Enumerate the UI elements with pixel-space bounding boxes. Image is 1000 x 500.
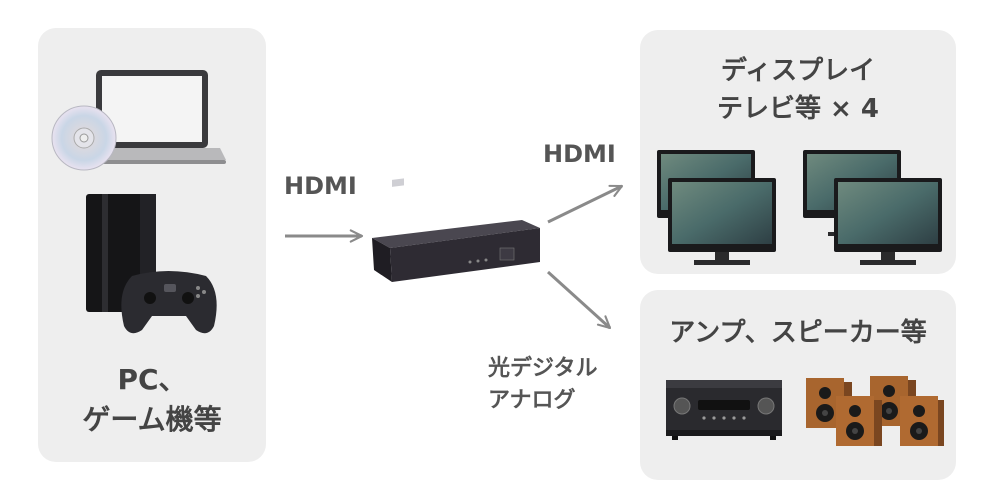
audio-output-arrow [546,270,612,330]
audio-title: アンプ、スピーカー等 [669,318,927,348]
display-output-arrow [547,184,624,224]
display-title-line1: ディスプレイ [720,56,876,86]
amplifier-icon [666,380,782,440]
hdmi-input-label: HDMI [284,172,357,200]
monitor-icon [834,178,942,265]
laptop-icon [78,70,226,164]
audio-connection-label-line2: アナログ [488,388,576,413]
hdmi-output-label: HDMI [543,140,616,168]
game-controller-icon [121,271,217,334]
display-title-line2: テレビ等 × 4 [717,94,879,124]
hdmi-splitter-device [372,178,540,282]
monitor-icon [668,178,776,265]
speaker-icon [836,396,882,446]
audio-connection-label-line1: 光デジタル [488,356,598,381]
source-title-line2: ゲーム機等 [82,403,222,436]
source-title-line1: PC、 [117,363,187,396]
cd-disc-icon [51,105,117,171]
speaker-icon [900,396,944,446]
